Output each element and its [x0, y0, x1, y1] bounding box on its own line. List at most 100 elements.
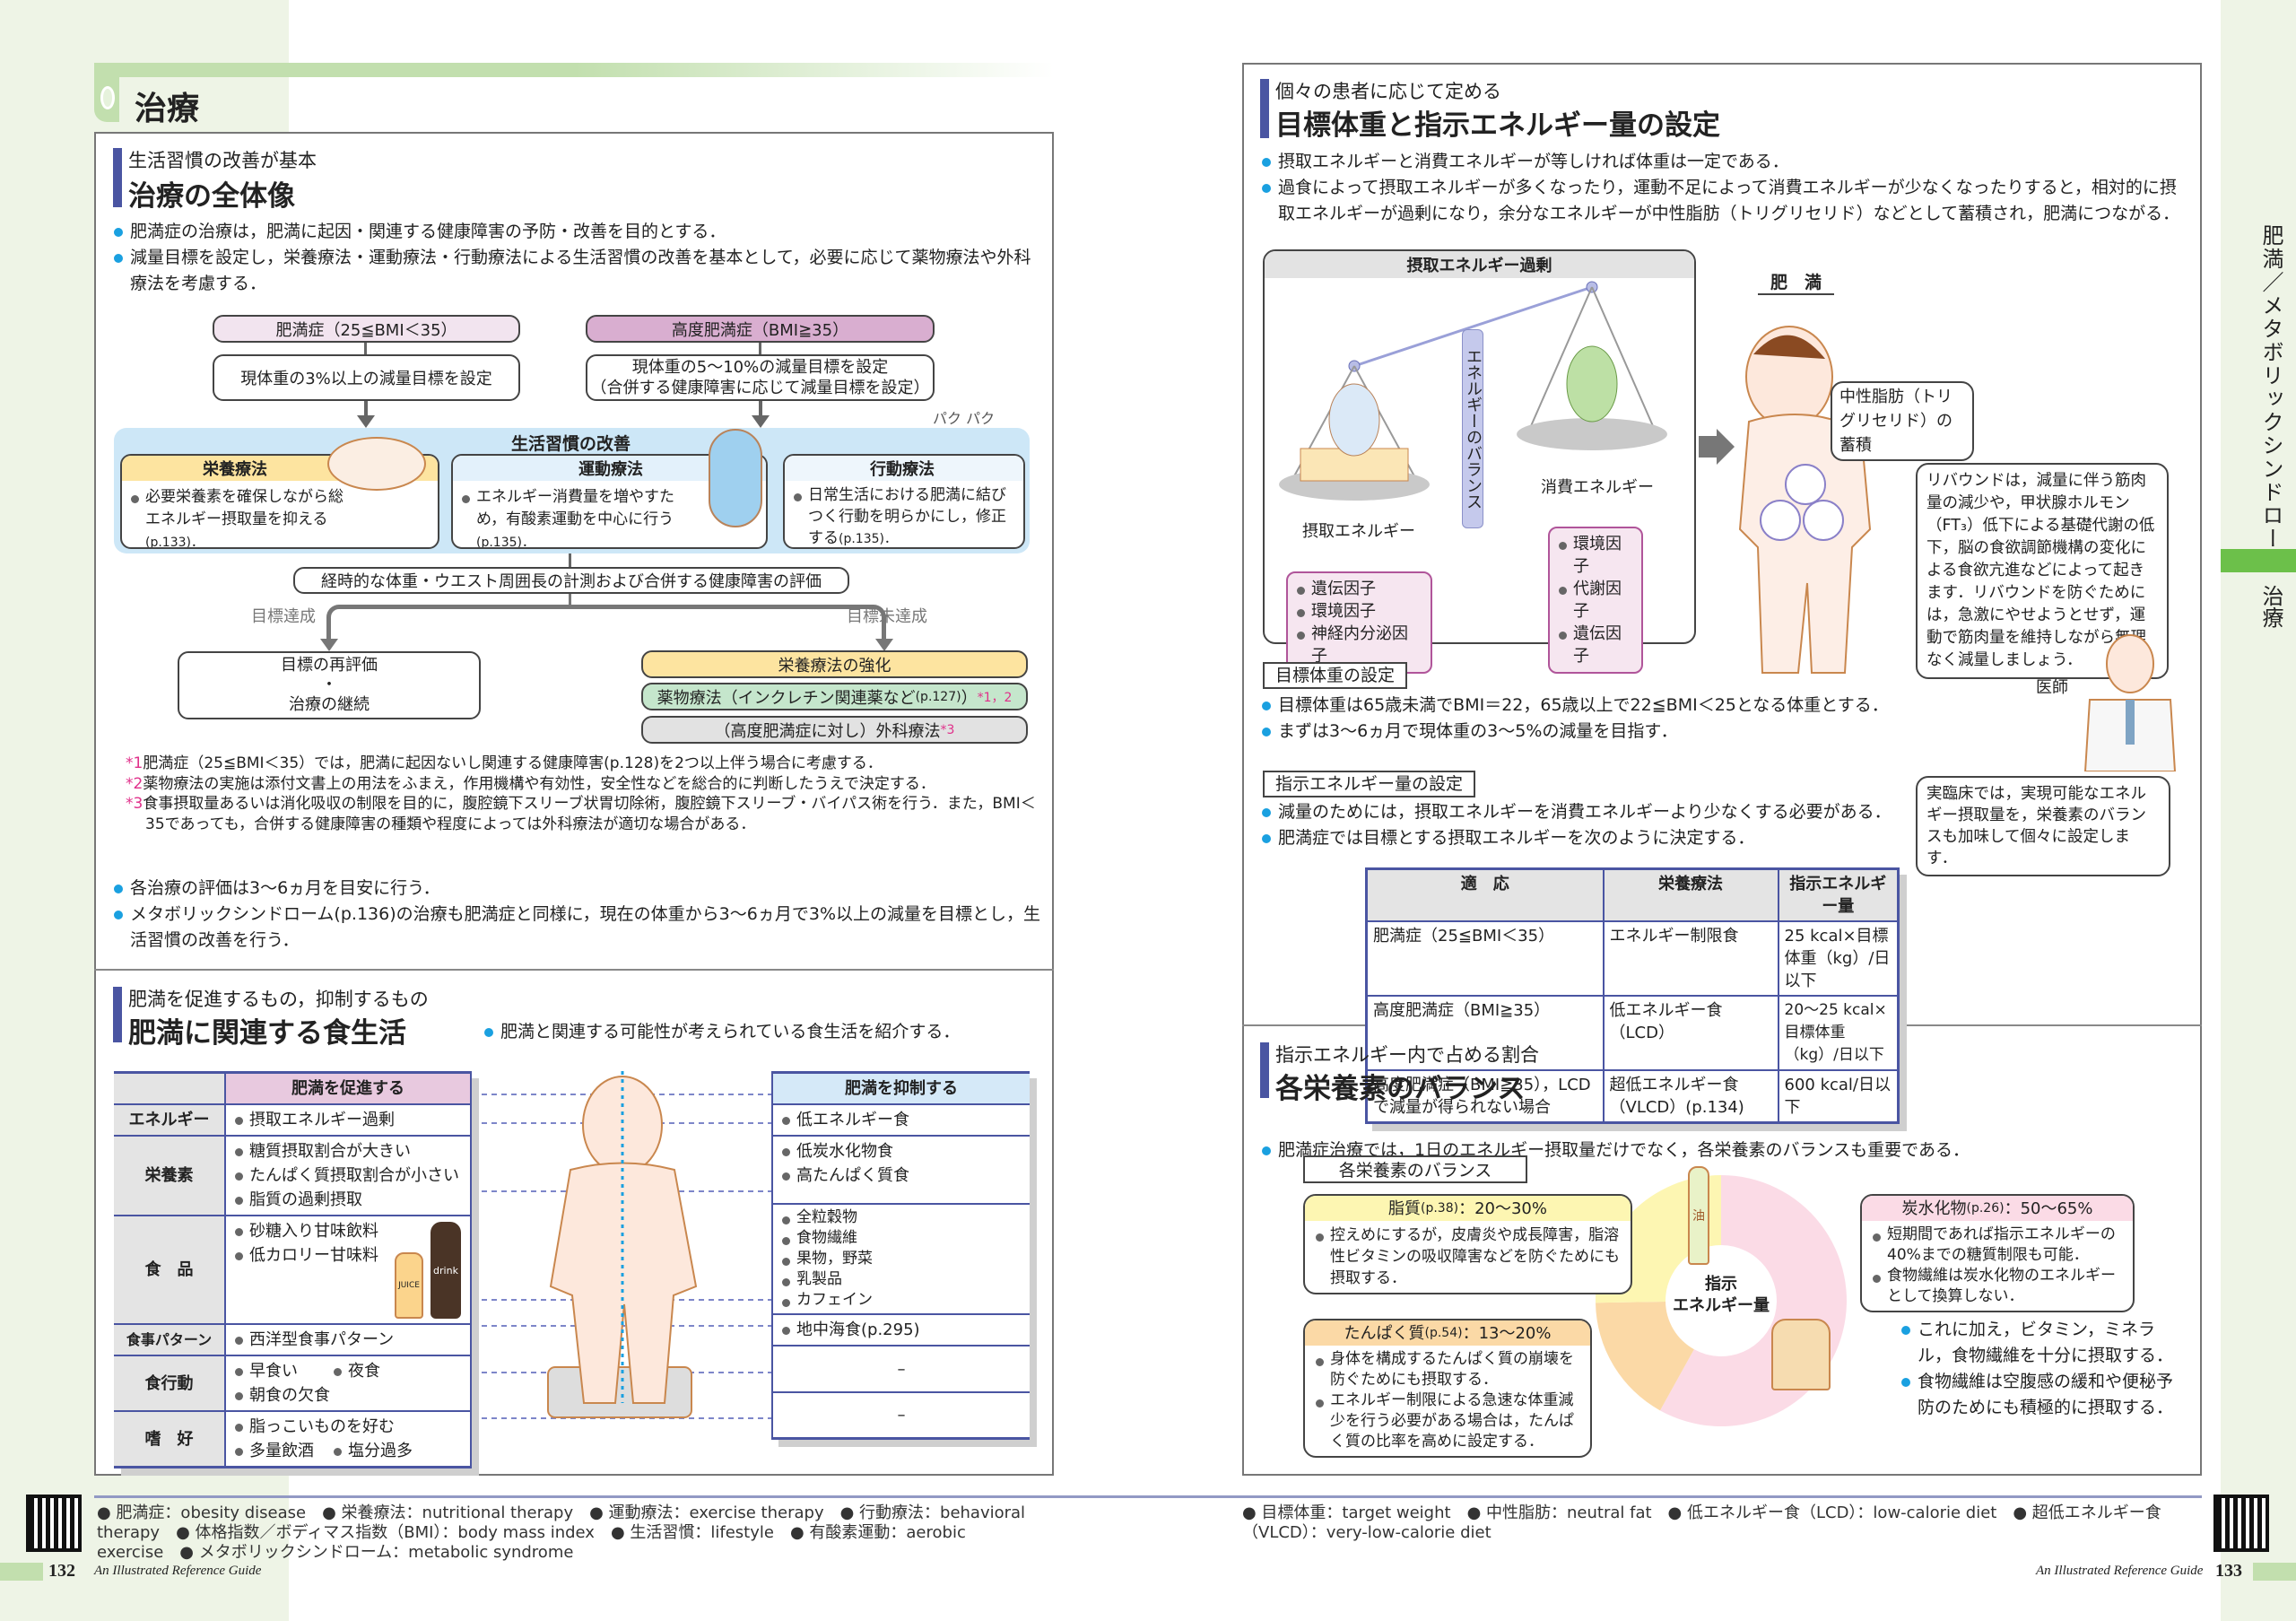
overview-bullets: 肥満症の治療は，肥満に起因・関連する健康障害の予防・改善を目的とする． 減量目標…	[112, 219, 1045, 297]
cola-bottle-illustration: drink	[430, 1222, 461, 1319]
bullet-item: 減量のためには，摂取エネルギーを消費エネルギーより少なくする必要がある．	[1260, 799, 1924, 825]
body-figure	[472, 1071, 771, 1419]
nutrient-range: ：20～30%	[1458, 1198, 1547, 1218]
therapy-card-behavior: 行動療法 日常生活における肥満に結びつく行動を明らかにし，修正する(p.135)…	[783, 454, 1025, 549]
donut-segment-1	[1596, 1301, 1694, 1411]
table-cell: 600 kcal/日以下	[1777, 1069, 1900, 1124]
glossary-term: ● 超低エネルギー食（VLCD）：very-low-calorie diet	[1242, 1503, 2161, 1542]
row-label: 嗜 好	[114, 1410, 226, 1468]
list-item: 低エネルギー食	[780, 1108, 1022, 1132]
obesity-box: 肥満症（25≦BMI＜35）	[213, 315, 520, 343]
table-cell: 25 kcal×目標体重（kg）/日以下	[1777, 920, 1900, 997]
list-item: 早食い	[233, 1359, 332, 1383]
target-weight-heading: 目標体重の設定	[1263, 662, 1408, 689]
glossary-term: ● 運動療法：exercise therapy	[589, 1503, 824, 1522]
list-item: 朝食の欠食	[233, 1383, 463, 1407]
expenditure-factors: 環境因子 代謝因子 遺伝因子	[1548, 527, 1643, 674]
overview-title: 治療の全体像	[128, 180, 295, 213]
fat-callout: 中性脂肪（トリグリセリド）の蓄積	[1831, 381, 1974, 461]
glossary-term: ● 低エネルギー食（LCD）：low-calorie diet	[1667, 1503, 1997, 1522]
page-ref: (p.127)	[915, 689, 961, 704]
nutrient-note: エネルギー制限による急速な体重減少を行う必要がある場合は，たんぱく質の比率を高め…	[1314, 1390, 1581, 1452]
doctor-illustration	[2083, 634, 2177, 771]
diet-subtitle: 肥満を促進するもの，抑制するもの	[128, 989, 429, 1010]
column-header: 指示エネルギー量	[1777, 867, 1900, 922]
severe-obesity-box: 高度肥満症（BMI≧35）	[586, 315, 935, 343]
row-label: 栄養素	[114, 1135, 226, 1216]
reeval-dot: ・	[321, 675, 337, 694]
connector	[364, 343, 367, 354]
page-ref: (p.135)．	[839, 532, 897, 546]
list-item: 地中海食(p.295)	[780, 1318, 1022, 1342]
drug-therapy-box: 薬物療法（インクレチン関連薬など(p.127)）*1，2	[641, 683, 1028, 710]
scale-header: 摂取エネルギー過剰	[1265, 251, 1694, 278]
reevaluation-box: 目標の再評価 ・ 治療の継続	[178, 651, 481, 719]
branch-arrows	[326, 605, 886, 641]
severe-goal-box: 現体重の5～10%の減量目標を設定 （合併する健康障害に応じて減量目標を設定）	[586, 354, 935, 401]
drug-close: ）	[961, 688, 978, 708]
empty-cell: –	[772, 1345, 1030, 1392]
arrow-down-icon	[357, 401, 375, 428]
nutrient-name: たんぱく質	[1344, 1323, 1425, 1343]
list-item: 脂っこいものを好む	[233, 1415, 463, 1439]
list-item: 西洋型食事パターン	[233, 1328, 463, 1352]
page-ref: (p.133)．	[145, 536, 204, 549]
footer-terms-right: ● 目標体重：target weight● 中性脂肪：neutral fat● …	[1242, 1503, 2193, 1543]
column-header: 適 応	[1365, 867, 1605, 922]
factor-item: 遺伝因子	[1557, 623, 1634, 667]
table-cell: 20～25 kcal×目標体重（kg）/日以下	[1777, 995, 1900, 1071]
guide-label-right: An Illustrated Reference Guide	[2036, 1564, 2204, 1578]
arrow-right-icon	[1699, 436, 1718, 458]
footnote: *2薬物療法の実施は添付文書上の用法をふまえ，作用機構や有効性，安全性などを総合…	[126, 774, 1040, 795]
energy-heading: 指示エネルギー量の設定	[1263, 771, 1476, 797]
qr-code-left[interactable]	[26, 1495, 82, 1552]
promote-table: 肥満を促進する エネルギー摂取エネルギー過剰 栄養素糖質摂取割合が大きいたんぱく…	[114, 1071, 472, 1468]
list-item: 脂質の過剰摂取	[233, 1188, 463, 1212]
sound-effect-text: パク パク	[933, 410, 996, 427]
balance-scale-illustration	[1279, 281, 1667, 501]
glossary-term: ● 栄養療法：nutritional therapy	[322, 1503, 574, 1522]
weight-bullets: 目標体重は65歳未満でBMI＝22，65歳以上で22≦BMI＜25となる体重とす…	[1260, 693, 1924, 745]
glossary-term: ● メタボリックシンドローム：metabolic syndrome	[179, 1543, 574, 1562]
page-ref: (p.54)	[1424, 1325, 1463, 1340]
evaluation-box: 経時的な体重・ウエスト周囲長の計測および合併する健康障害の評価	[293, 567, 849, 594]
protein-card: たんぱく質(p.54)：13～20% 身体を構成するたんぱく質の崩壊を防ぐために…	[1303, 1319, 1592, 1458]
row-label: 食行動	[114, 1355, 226, 1411]
not-achieved-label: 目標未達成	[847, 607, 927, 626]
bullet-item: 過食によって摂取エネルギーが多くなったり，運動不足によって消費エネルギーが少なく…	[1260, 175, 2193, 227]
obese-body-illustration	[1738, 326, 1872, 674]
header-bar	[94, 63, 1054, 77]
severe-goal-note: （合併する健康障害に応じて減量目標を設定）	[590, 379, 930, 397]
guide-label-left: An Illustrated Reference Guide	[94, 1564, 262, 1578]
section-bar	[1260, 79, 1269, 138]
section-tab-label[interactable]: 治療	[2258, 585, 2283, 628]
balance-subtitle: 指示エネルギー内で占める割合	[1275, 1044, 1539, 1066]
factor-item: 代謝因子	[1557, 578, 1634, 623]
nutrient-note: 身体を構成するたんぱく質の崩壊を防ぐためにも摂取する．	[1314, 1349, 1581, 1390]
glossary-term: ● 有酸素運動：aerobic exercise	[97, 1523, 966, 1562]
donut-center-label: 指示 エネルギー量	[1658, 1274, 1784, 1317]
reeval-line: 目標の再評価	[281, 656, 378, 675]
glossary-term: ● 行動療法：behavioral therapy	[97, 1503, 1026, 1542]
strengthen-nutrition-box: 栄養療法の強化	[641, 650, 1028, 678]
qr-code-right[interactable]	[2213, 1495, 2269, 1552]
diet-title: 肥満に関連する食生活	[128, 1017, 406, 1050]
center-line: 指示	[1705, 1275, 1737, 1294]
nutrient-range: ：13～20%	[1462, 1323, 1552, 1343]
footnote-text: 食事摂取量あるいは消化吸収の制限を目的に，腹腔鏡下スリーブ状胃切除術，腹腔鏡下ス…	[143, 795, 1036, 833]
row-label: エネルギー	[114, 1103, 226, 1136]
page-ref: (p.135)．	[476, 536, 535, 549]
suppress-header: 肥満を抑制する	[772, 1071, 1030, 1104]
row-label: 食事パターン	[114, 1323, 226, 1355]
list-item: 糖質摂取割合が大きい	[233, 1139, 463, 1163]
page-number-right: 133	[2215, 1561, 2242, 1581]
glossary-term: ● 体格指数／ボディマス指数（BMI）：body mass index	[176, 1523, 595, 1542]
arrow-down-icon	[752, 401, 770, 428]
list-item: たんぱく質摂取割合が小さい	[233, 1163, 463, 1188]
chapter-tab-label[interactable]: 肥満／メタボリックシンドローム	[2258, 224, 2283, 574]
nutrient-note: 控えめにするが，皮膚炎や成長障害，脂溶性ビタミンの吸収障害などを防ぐためにも摂取…	[1314, 1224, 1622, 1289]
balance-post: エネルギーのバランス	[1462, 329, 1483, 528]
list-item: 乳製品	[780, 1269, 1022, 1290]
center-line: エネルギー量	[1673, 1296, 1770, 1315]
left-divider	[94, 969, 1054, 971]
